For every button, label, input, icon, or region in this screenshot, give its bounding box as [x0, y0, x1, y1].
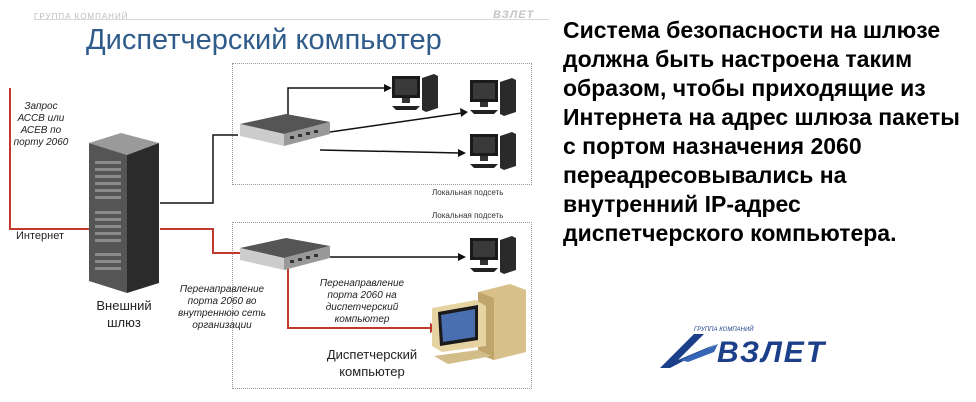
brand-small-text: ГРУППА КОМПАНИЙ [694, 327, 754, 333]
page-title: Диспетчерский компьютер [86, 24, 442, 56]
gateway-server-icon [89, 133, 159, 293]
header-company-small: ГРУППА КОМПАНИЙ [34, 12, 129, 21]
router-top-icon [240, 114, 330, 146]
header-logo: ВЗЛЕТ [493, 9, 535, 21]
brand-logo-icon [660, 334, 718, 368]
header-divider [34, 19, 549, 20]
desktop-computer-icon [470, 236, 516, 274]
local-subnet-bottom-box [232, 222, 532, 389]
local-subnet-top-label: Локальная подсеть [432, 188, 504, 197]
local-subnet-top-box [232, 63, 532, 185]
gateway-label: Внешний шлюз [96, 298, 152, 330]
redirect-org-label: Перенаправление порта 2060 во внутреннюю… [178, 284, 266, 331]
description-text: Система безопасности на шлюзе должна быт… [563, 17, 960, 246]
desktop-computer-icon [470, 78, 516, 116]
brand-name: ВЗЛЕТ [717, 336, 827, 369]
desktop-computer-icon [392, 74, 438, 112]
dispatcher-computer-icon [432, 284, 526, 364]
desktop-computer-icon [470, 132, 516, 170]
dispatch-pc-label: Диспетчерский компьютер [326, 347, 418, 379]
redirect-dispatch-label: Перенаправление порта 2060 на диспетчерс… [319, 278, 405, 325]
request-label: Запрос АССВ или АСЕВ по порту 2060 [13, 101, 69, 148]
local-subnet-bottom-label: Локальная подсеть [432, 211, 504, 220]
internet-label: Интернет [16, 230, 64, 242]
router-bottom-icon [240, 238, 330, 270]
